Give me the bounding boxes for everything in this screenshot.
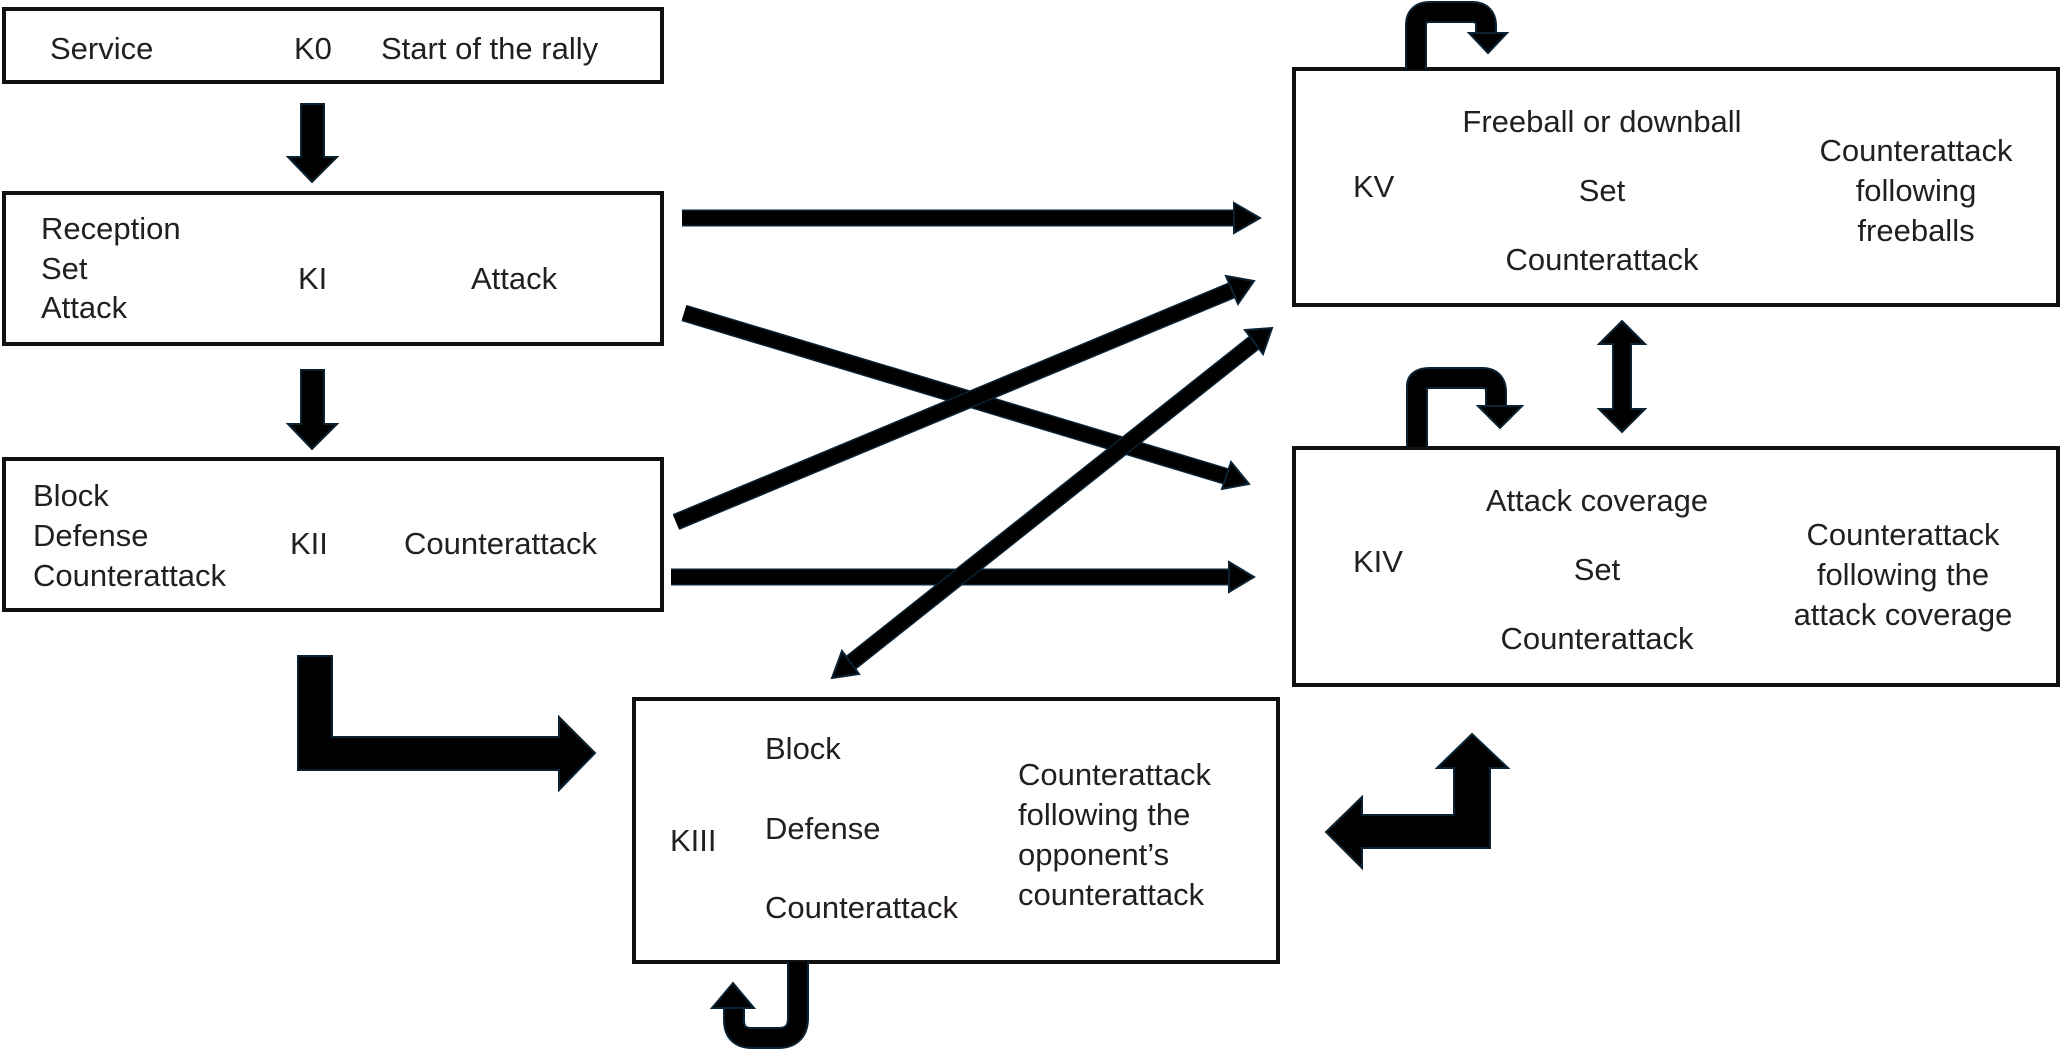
node-k0-action: Service <box>50 31 153 66</box>
arrow-down-icon-k1-k2 <box>285 369 340 451</box>
node-k2-action: Counterattack <box>33 558 226 593</box>
node-k2-code: KII <box>290 526 328 561</box>
curved-arrow-icon <box>1408 369 1505 447</box>
node-k1-box <box>2 191 664 346</box>
node-k3-action: Defense <box>765 811 880 846</box>
node-k4-action: Set <box>1574 552 1621 587</box>
node-k2-description: Counterattack <box>404 526 597 561</box>
node-k3-code: KIII <box>670 823 717 858</box>
elbow-arrow-icon-k2-k3 <box>297 655 597 793</box>
edge-k1-k4 <box>681 304 1251 491</box>
arrowhead-icon <box>1243 326 1274 357</box>
arrow-up-down-icon-k4-k5 <box>1596 319 1648 434</box>
node-k4-action: Attack coverage <box>1486 483 1708 518</box>
arrowhead-icon <box>830 648 861 680</box>
self-loop-k4 <box>1406 367 1525 447</box>
node-k1-action: Attack <box>41 290 128 325</box>
node-k4-action: Counterattack <box>1501 621 1694 656</box>
node-k0-description: Start of the rally <box>381 31 599 66</box>
arrowhead-icon <box>1233 201 1263 235</box>
node-k2-action: Block <box>33 478 109 513</box>
node-k3-description: counterattack <box>1018 877 1205 912</box>
node-k3-description: opponent’s <box>1018 837 1169 872</box>
node-k4-description: Counterattack <box>1807 517 2000 552</box>
node-k3-action: Counterattack <box>765 890 958 925</box>
node-k0-code: K0 <box>294 31 332 66</box>
arrow-diagonal-icon <box>681 306 1231 484</box>
self-loop-k5 <box>1405 0 1510 69</box>
node-k2: Block Defense Counterattack KII Countera… <box>2 457 664 612</box>
node-k5-action: Set <box>1579 173 1626 208</box>
node-k5-action: Freeball or downball <box>1462 104 1741 139</box>
edge-k3-k5-bidirectional <box>830 326 1274 680</box>
node-k5-description: Counterattack <box>1820 133 2013 168</box>
node-k1-description: Attack <box>471 261 558 296</box>
arrowhead-icon <box>1228 560 1256 594</box>
edge-k2-k5 <box>672 274 1256 530</box>
node-k3: KIII Block Defense Counterattack Counter… <box>632 697 1280 964</box>
arrowhead-icon <box>709 981 757 1009</box>
node-k5: KV Freeball or downball Set Counterattac… <box>1292 67 2060 307</box>
arrowhead-icon <box>1224 274 1256 307</box>
arrow-down-icon-k0-k1 <box>285 103 340 184</box>
self-loop-k3 <box>709 962 809 1049</box>
arrow-double-diagonal-icon <box>843 336 1260 671</box>
arrowhead-icon <box>1466 32 1510 55</box>
arrowhead-icon <box>1475 405 1525 430</box>
node-k2-box <box>2 457 664 612</box>
arrowhead-icon <box>1220 459 1251 491</box>
node-k3-description: following the <box>1018 797 1190 832</box>
node-k1-code: KI <box>298 261 327 296</box>
arrow-diagonal-icon <box>673 282 1238 529</box>
node-k4-box <box>1292 446 2060 687</box>
node-k1: Reception Set Attack KI Attack <box>2 191 664 346</box>
node-k5-box <box>1292 67 2060 307</box>
node-k0: Service K0 Start of the rally <box>2 7 664 84</box>
node-k1-action: Set <box>41 251 88 286</box>
curved-arrow-icon <box>725 962 807 1047</box>
node-k4-description: following the <box>1817 557 1989 592</box>
node-k5-action: Counterattack <box>1506 242 1699 277</box>
node-k3-box <box>632 697 1280 964</box>
edge-k1-k5 <box>682 201 1263 235</box>
node-k5-description: following <box>1856 173 1977 208</box>
node-k3-action: Block <box>765 731 841 766</box>
node-k4: KIV Attack coverage Set Counterattack Co… <box>1292 446 2060 687</box>
node-k2-action: Defense <box>33 518 148 553</box>
elbow-double-arrow-icon-k3-k4 <box>1324 732 1511 871</box>
node-k5-description: freeballs <box>1857 213 1974 248</box>
node-k3-description: Counterattack <box>1018 757 1211 792</box>
node-k4-description: attack coverage <box>1794 597 2013 632</box>
curved-arrow-icon <box>1407 3 1495 69</box>
node-k1-action: Reception <box>41 211 181 246</box>
node-k5-code: KV <box>1353 169 1395 204</box>
node-k4-code: KIV <box>1353 544 1403 579</box>
node-k0-box <box>2 7 664 84</box>
